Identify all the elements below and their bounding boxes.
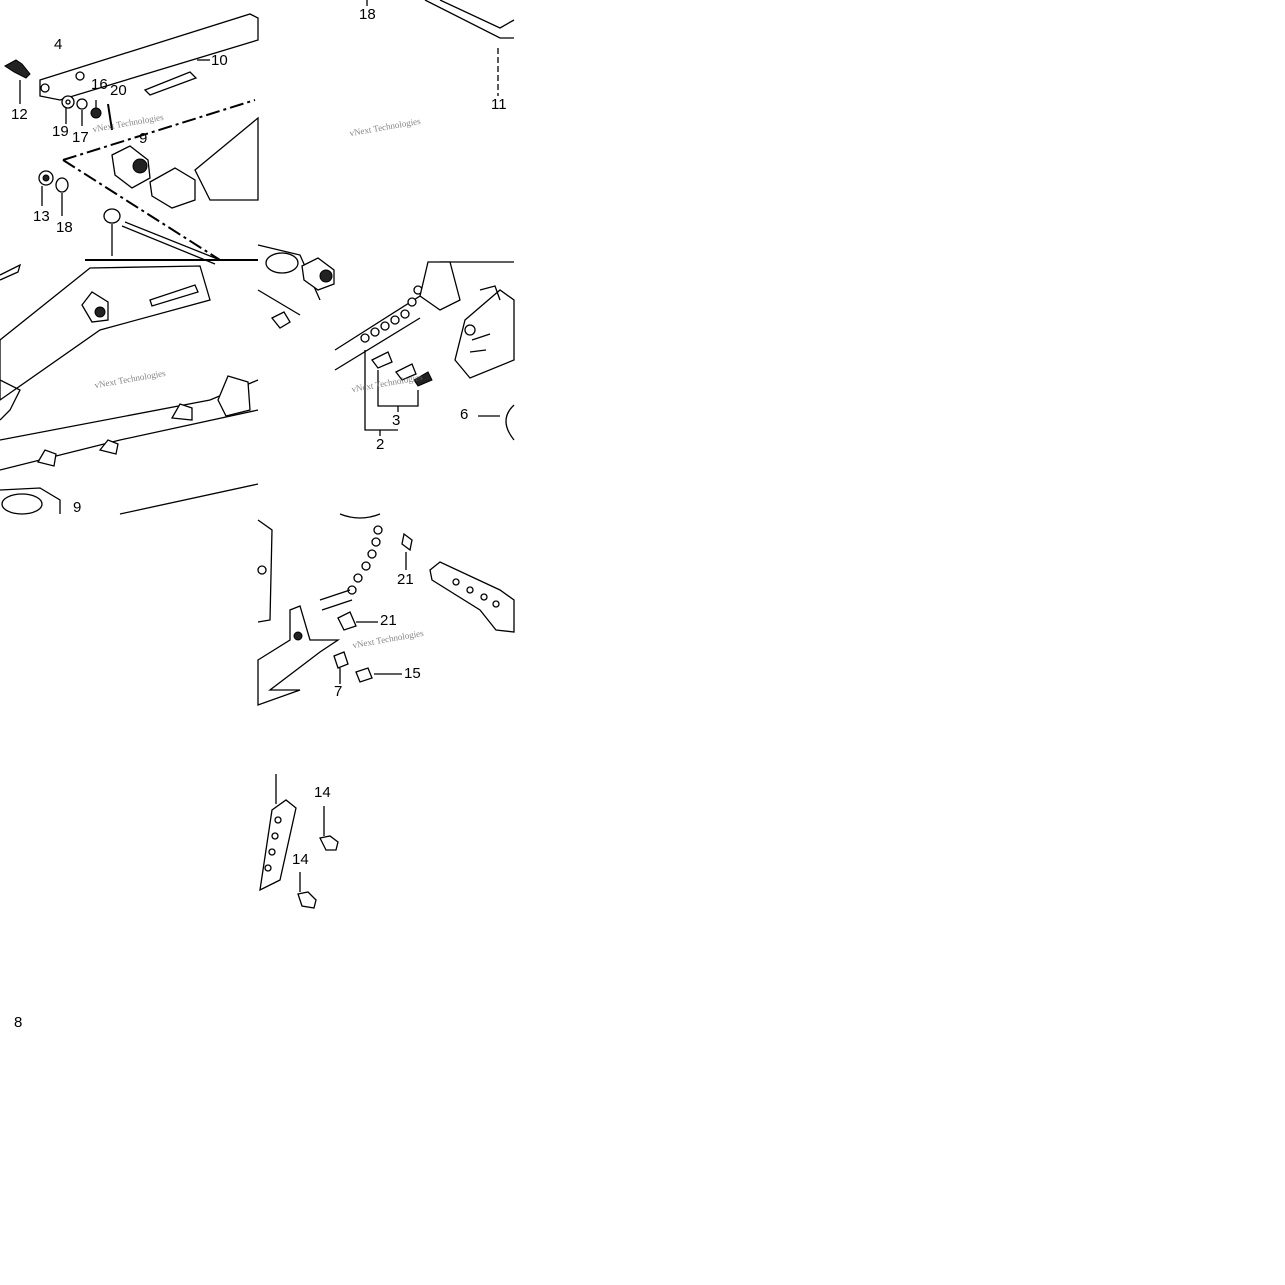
part-label-9-lower: 9 bbox=[73, 499, 82, 516]
part-label-19: 19 bbox=[52, 123, 69, 140]
part-label-21-lower: 21 bbox=[380, 612, 397, 629]
chain-links-mid bbox=[360, 285, 423, 343]
part-label-18-top: 18 bbox=[359, 6, 376, 23]
part-label-15: 15 bbox=[404, 665, 421, 682]
part-label-17: 17 bbox=[72, 129, 89, 146]
panel-swingarm-lower bbox=[0, 259, 259, 515]
panel-chain-case-top bbox=[366, 0, 515, 96]
panel-guide-plate bbox=[259, 774, 339, 909]
part-label-20: 20 bbox=[110, 82, 127, 99]
part-label-10: 10 bbox=[211, 52, 228, 69]
panel-chain-guide bbox=[257, 513, 515, 706]
part-label-6: 6 bbox=[460, 406, 469, 423]
part-label-21-upper: 21 bbox=[397, 571, 414, 588]
part-label-9-upper: 9 bbox=[139, 130, 148, 147]
part-label-14-upper: 14 bbox=[314, 784, 331, 801]
panel-chain-joint bbox=[257, 244, 515, 441]
part-label-18-lower: 18 bbox=[56, 219, 73, 236]
part-label-13: 13 bbox=[33, 208, 50, 225]
part-label-12: 12 bbox=[11, 106, 28, 123]
panel-swingarm-upper bbox=[4, 13, 259, 265]
part-label-16: 16 bbox=[91, 76, 108, 93]
part-label-11: 11 bbox=[491, 96, 507, 113]
part-label-2: 2 bbox=[376, 436, 385, 453]
part-label-7: 7 bbox=[334, 683, 343, 700]
part-label-4: 4 bbox=[54, 36, 63, 53]
part-label-3: 3 bbox=[392, 412, 401, 429]
part-label-14-lower: 14 bbox=[292, 851, 309, 868]
part-label-8: 8 bbox=[14, 1014, 23, 1031]
chain-links-lower bbox=[347, 525, 383, 595]
